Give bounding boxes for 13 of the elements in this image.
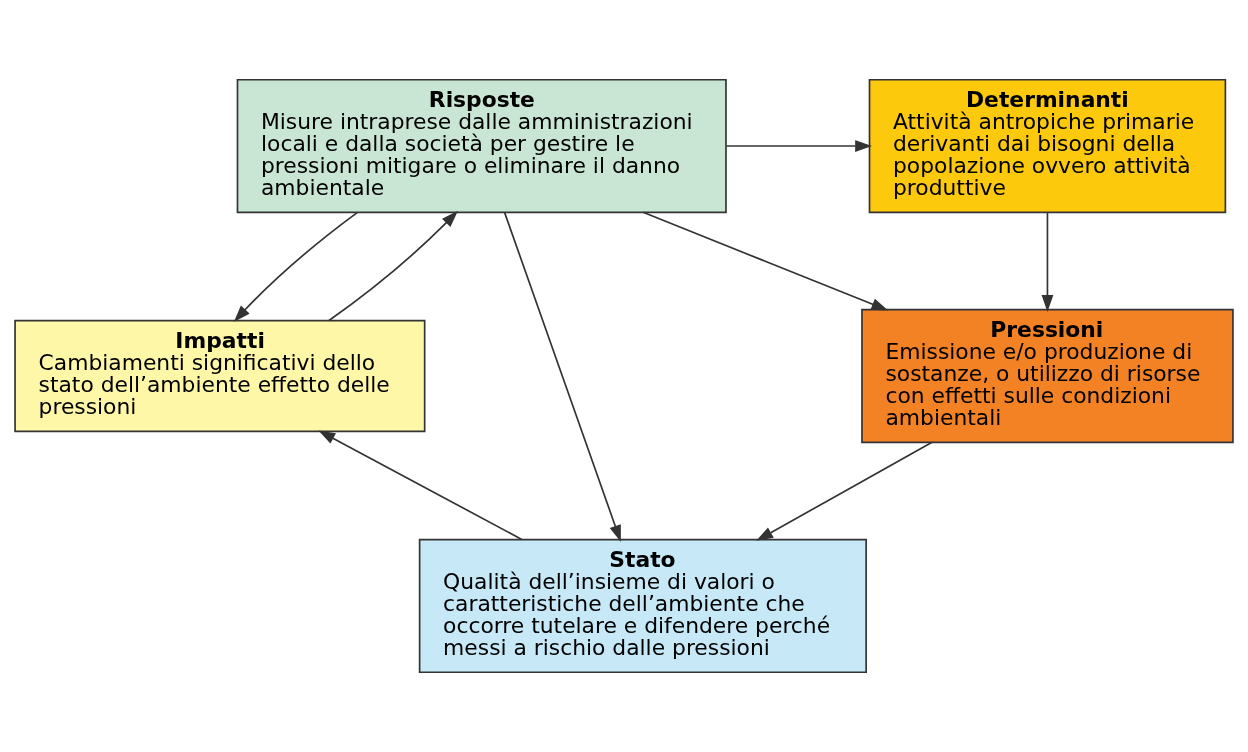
arrow [642, 211, 889, 311]
arrow [756, 441, 933, 541]
node-box: Impatti Cambiamenti significativi dello stato dell’ambiente effetto delle pressioni [14, 319, 426, 433]
node-box: Stato Qualità dell’insieme di valori o caratteristiche dell’ambiente che occorre tutelare e difendere perché messi a rischio dalle pressioni [418, 538, 867, 674]
node-box: Pressioni Emissione e/o produzione di sostanze, o utilizzo di risorse con effetti sulle condizioni ambientali [861, 308, 1234, 444]
node-box: Determinanti Attività antropiche primarie derivanti dai bisogni della popolazione ovvero attività produttive [868, 78, 1227, 214]
arrow [318, 430, 523, 541]
node-box: Risposte Misure intraprese dalle amministrazioni locali e dalla società per gestire le pressioni mitigare o eliminare il danno ambientale [236, 78, 727, 214]
arrow [233, 211, 359, 322]
arrow [328, 210, 458, 322]
arrow [503, 211, 621, 542]
arrow [1041, 211, 1054, 312]
arrow [725, 140, 872, 152]
